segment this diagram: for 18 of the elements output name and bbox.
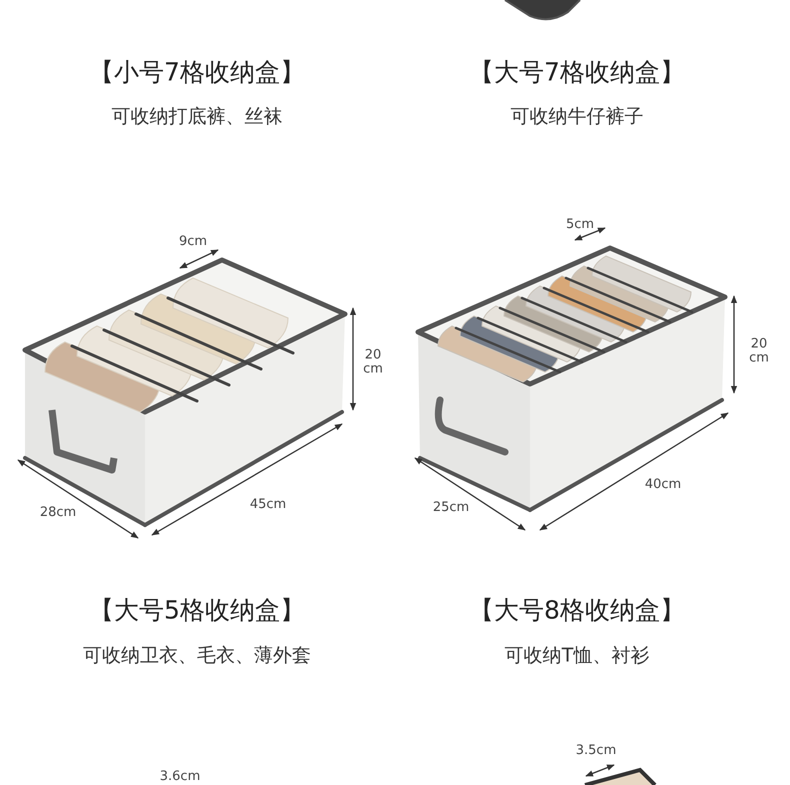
dimension-label: 3.6cm bbox=[160, 770, 200, 784]
product-subtitle: 可收纳牛仔裤子 bbox=[510, 106, 644, 128]
dimension-label: 9cm bbox=[178, 234, 208, 250]
dimension-label: 40cm bbox=[644, 478, 682, 492]
product-title: 【大号5格收纳盒】 bbox=[89, 596, 305, 624]
dimension-label: 20 cm bbox=[748, 338, 770, 366]
product-subtitle: 可收纳卫衣、毛衣、薄外套 bbox=[83, 646, 311, 666]
product-title: 【小号7格收纳盒】 bbox=[89, 58, 305, 86]
dimension-label: 3.5cm bbox=[576, 744, 616, 758]
dimension-label: 5cm bbox=[566, 218, 594, 232]
product-title: 【大号8格收纳盒】 bbox=[469, 596, 685, 624]
dimension-label: 45cm bbox=[250, 498, 286, 512]
dimension-label: 20 cm bbox=[362, 348, 384, 378]
dimension-label: 25cm bbox=[432, 500, 470, 516]
dimension-label: 28cm bbox=[40, 506, 76, 520]
product-subtitle: 可收纳T恤、衬衫 bbox=[504, 646, 650, 666]
product-subtitle: 可收纳打底裤、丝袜 bbox=[112, 106, 282, 128]
product-title: 【大号7格收纳盒】 bbox=[469, 58, 685, 86]
